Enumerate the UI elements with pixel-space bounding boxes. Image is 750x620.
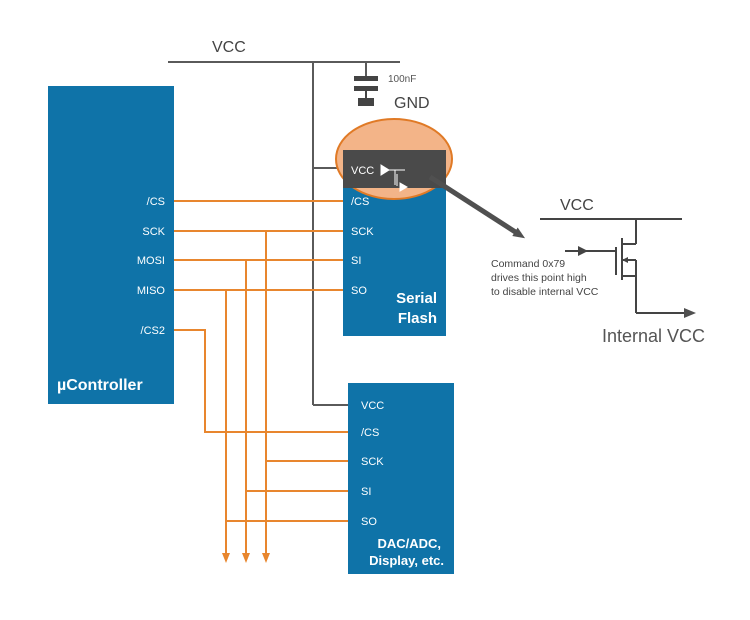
dac-pin-si: SI	[361, 486, 371, 498]
gate-arrow	[578, 246, 588, 256]
flash-pin-cs: /CS	[351, 196, 369, 208]
mcu-pin-cs: /CS	[147, 196, 165, 208]
mcu-pin-mosi: MOSI	[137, 255, 165, 267]
serial-flash-name-1: Serial	[396, 290, 437, 307]
dac-block	[348, 383, 454, 574]
dac-pin-vcc: VCC	[361, 400, 384, 412]
mcu-pin-sck: SCK	[142, 226, 165, 238]
vcc-rail	[168, 61, 400, 406]
dac-pin-cs: /CS	[361, 427, 379, 439]
dac-pins: VCC /CS SCK SI SO	[361, 400, 384, 528]
flash-pin-si: SI	[351, 255, 361, 267]
mcu-pin-miso: MISO	[137, 285, 166, 297]
gray-arrow-icon	[428, 174, 526, 239]
signal-lines	[174, 200, 348, 563]
capacitor-icon	[354, 76, 378, 106]
serial-flash-name-2: Flash	[398, 310, 437, 327]
vcc-top-label: VCC	[212, 39, 246, 56]
mini-transistor-icon	[380, 164, 409, 192]
microcontroller-pins: /CS SCK MOSI MISO /CS2	[137, 196, 166, 337]
vcc-right-label: VCC	[560, 197, 594, 214]
dac-name-2: Display, etc.	[369, 553, 444, 568]
flash-pins: /CS SCK SI SO	[351, 196, 374, 297]
body-diode-arrow	[622, 257, 628, 263]
mosfet-icon	[540, 218, 696, 318]
command-line-1: Command 0x79	[491, 258, 565, 270]
flash-pin-so: SO	[351, 285, 367, 297]
gnd-label: GND	[394, 95, 430, 112]
flash-pin-sck: SCK	[351, 226, 374, 238]
dac-pin-sck: SCK	[361, 456, 384, 468]
mcu-pin-cs2: /CS2	[141, 325, 165, 337]
microcontroller-block	[48, 86, 174, 404]
internal-vcc-label: Internal VCC	[602, 326, 705, 346]
dac-name-1: DAC/ADC,	[377, 536, 441, 551]
microcontroller-name: µController	[57, 377, 143, 394]
dac-pin-so: SO	[361, 516, 377, 528]
command-line-2: drives this point high	[491, 272, 587, 284]
flash-pin-vcc: VCC	[351, 165, 374, 177]
command-line-3: to disable internal VCC	[491, 286, 599, 298]
capacitor-value-label: 100nF	[388, 74, 416, 85]
